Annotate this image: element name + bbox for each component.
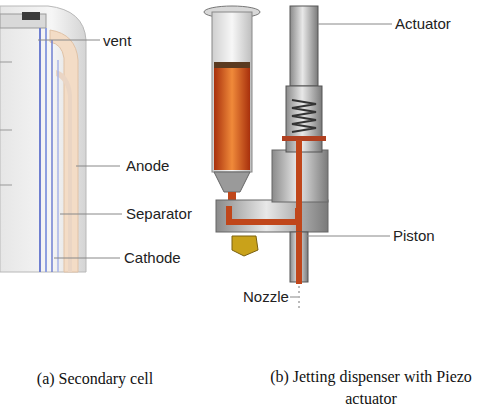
dispenser [204, 6, 392, 310]
part-label: Cathode [124, 249, 181, 267]
leader-line [60, 214, 122, 215]
subfigure-caption: (b) Jetting dispenser with Piezo actuato… [262, 366, 480, 410]
part-label: Separator [126, 205, 192, 223]
part-label: vent [103, 32, 131, 50]
leader-line [290, 297, 298, 298]
part-label: Actuator [395, 15, 451, 33]
leader-line [54, 258, 120, 259]
leader-line [318, 24, 392, 25]
part-label: Piston [393, 227, 435, 245]
leader-line [306, 236, 390, 237]
part-label: Nozzle [243, 288, 289, 306]
leader-line [38, 40, 100, 41]
part-label: Anode [126, 157, 169, 175]
leader-line [76, 166, 120, 167]
subfigure-caption: (a) Secondary cell [10, 368, 180, 390]
